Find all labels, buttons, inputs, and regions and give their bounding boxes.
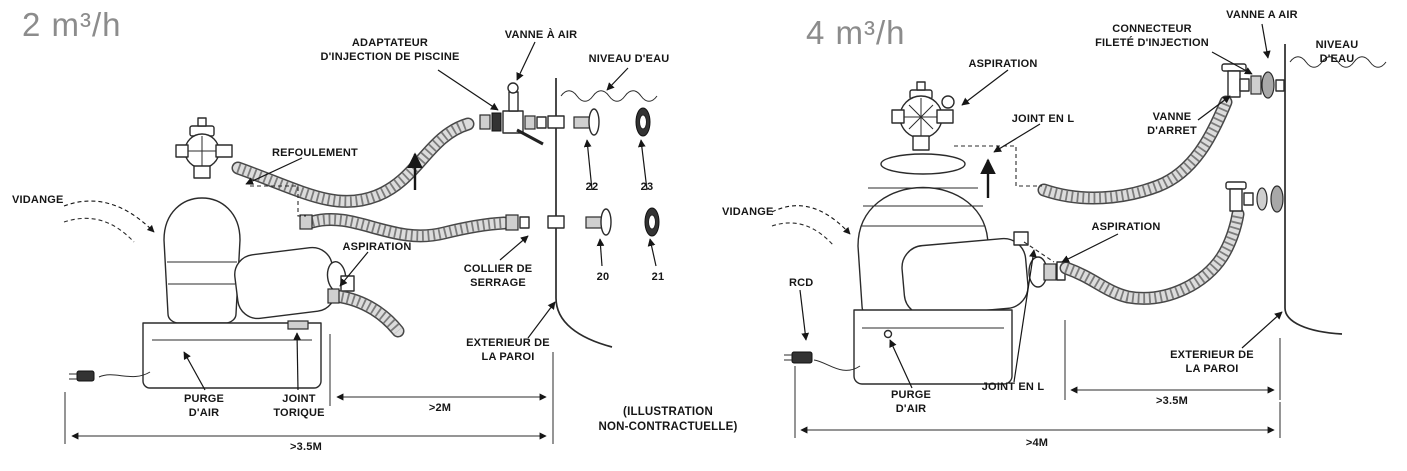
left-diagram-art bbox=[63, 41, 660, 444]
air-valve-left bbox=[508, 91, 519, 112]
right-title: 4 m³/h bbox=[806, 14, 906, 51]
hose-top-right bbox=[1037, 95, 1233, 205]
label-part-23: 23 bbox=[640, 181, 654, 193]
shutoff-valve-assembly-right bbox=[1221, 63, 1285, 99]
vidange-arrow-right bbox=[771, 205, 851, 235]
injection-adapter-assembly-left bbox=[479, 82, 651, 146]
power-plug-left bbox=[76, 370, 95, 382]
pressure-gauge-right bbox=[941, 95, 955, 109]
tank-clamp-right bbox=[880, 153, 966, 175]
lower-wall-assembly-right bbox=[1225, 181, 1284, 213]
hose-bottom-left bbox=[329, 289, 405, 338]
wall-fitting-top-left bbox=[547, 115, 565, 129]
label-dim-4m: >4M bbox=[1025, 437, 1049, 449]
pool-wall-left bbox=[555, 78, 658, 348]
part-22-fitting bbox=[588, 108, 600, 136]
label-niveau-eau-right: NIVEAU D'EAU bbox=[1315, 39, 1359, 66]
label-joint-en-l-bas: JOINT EN L bbox=[981, 381, 1045, 393]
label-aspiration-left: ASPIRATION bbox=[342, 241, 412, 253]
label-rcd: RCD bbox=[789, 277, 814, 289]
dashed-connector-bottom-right bbox=[1023, 241, 1055, 263]
part-20-fitting bbox=[600, 208, 612, 236]
dimensions-left bbox=[64, 334, 554, 444]
shutoff-valve-body bbox=[1227, 70, 1241, 98]
label-niveau-eau-left: NIVEAU D'EAU bbox=[588, 53, 670, 65]
hose-middle-left bbox=[305, 213, 511, 243]
hose-top-left bbox=[231, 117, 475, 208]
right-diagram-art bbox=[771, 23, 1387, 438]
valve-lever-left bbox=[516, 128, 544, 146]
hose-clamp-left bbox=[505, 214, 519, 231]
label-dim-3-5m-left: >3.5M bbox=[290, 441, 322, 453]
o-ring-left bbox=[287, 320, 309, 330]
hose-bottom-right bbox=[1059, 207, 1245, 305]
wall-fitting-assembly-mid-left bbox=[299, 207, 660, 304]
label-collier-serrage: COLLIER DE SERRAGE bbox=[463, 263, 533, 290]
label-part-21: 21 bbox=[651, 271, 665, 283]
power-cord-left bbox=[98, 371, 151, 378]
dashed-connector-left bbox=[250, 185, 306, 217]
label-adaptateur-injection: ADAPTATEUR D'INJECTION DE PISCINE bbox=[320, 37, 460, 64]
pump-left bbox=[69, 117, 355, 389]
water-level-line-right bbox=[1289, 56, 1387, 68]
label-vanne-a-air-right: VANNE A AIR bbox=[1226, 9, 1298, 21]
label-joint-en-l-haut: JOINT EN L bbox=[1011, 113, 1075, 125]
label-aspiration-haut: ASPIRATION bbox=[968, 58, 1038, 70]
label-dim-2m: >2M bbox=[428, 402, 452, 414]
threaded-injection-connector bbox=[1250, 75, 1262, 95]
label-aspiration-milieu: ASPIRATION bbox=[1091, 221, 1161, 233]
vidange-arrow-left bbox=[63, 200, 155, 233]
shutoff-valve-handle bbox=[1221, 63, 1247, 72]
filter-tank-left bbox=[163, 197, 241, 324]
left-title: 2 m³/h bbox=[22, 6, 122, 43]
purge-valve-right bbox=[883, 329, 893, 339]
label-part-22: 22 bbox=[585, 181, 599, 193]
power-cord-right bbox=[813, 359, 861, 371]
label-joint-torique: JOINT TORIQUE bbox=[273, 393, 325, 420]
label-vidange-right: VIDANGE bbox=[722, 206, 774, 218]
label-part-20: 20 bbox=[596, 271, 610, 283]
label-vanne-arret: VANNE D'ARRET bbox=[1147, 111, 1197, 138]
label-exterieur-paroi-left: EXTERIEUR DE LA PAROI bbox=[466, 337, 550, 364]
label-refoulement: REFOULEMENT bbox=[272, 147, 358, 159]
dashed-connector-top-right bbox=[954, 145, 1042, 187]
motor-body-left bbox=[234, 246, 336, 320]
pump-base-right bbox=[853, 309, 1013, 385]
label-exterieur-paroi-right: EXTERIEUR DE LA PAROI bbox=[1170, 349, 1254, 376]
label-vidange-left: VIDANGE bbox=[12, 194, 64, 206]
water-level-line-left bbox=[560, 90, 658, 102]
pump-base-left bbox=[142, 322, 322, 389]
leaders-right bbox=[799, 23, 1283, 389]
label-vanne-a-air-left: VANNE À AIR bbox=[504, 29, 578, 41]
label-purge-air-left: PURGE D'AIR bbox=[183, 393, 225, 420]
label-connecteur-filete: CONNECTEUR FILETÉ D'INJECTION bbox=[1095, 23, 1209, 50]
rcd-plug bbox=[791, 351, 813, 364]
label-purge-air-right: PURGE D'AIR bbox=[890, 389, 932, 416]
pump-right bbox=[784, 81, 1066, 385]
pool-wall-right bbox=[1284, 44, 1387, 335]
dimensions-right bbox=[794, 320, 1281, 438]
label-dim-3-5m-right: >3.5M bbox=[1156, 395, 1188, 407]
label-illustration-note: (ILLUSTRATION NON-CONTRACTUELLE) bbox=[598, 406, 738, 433]
leaders-left bbox=[183, 41, 657, 391]
motor-body-right bbox=[901, 237, 1029, 317]
